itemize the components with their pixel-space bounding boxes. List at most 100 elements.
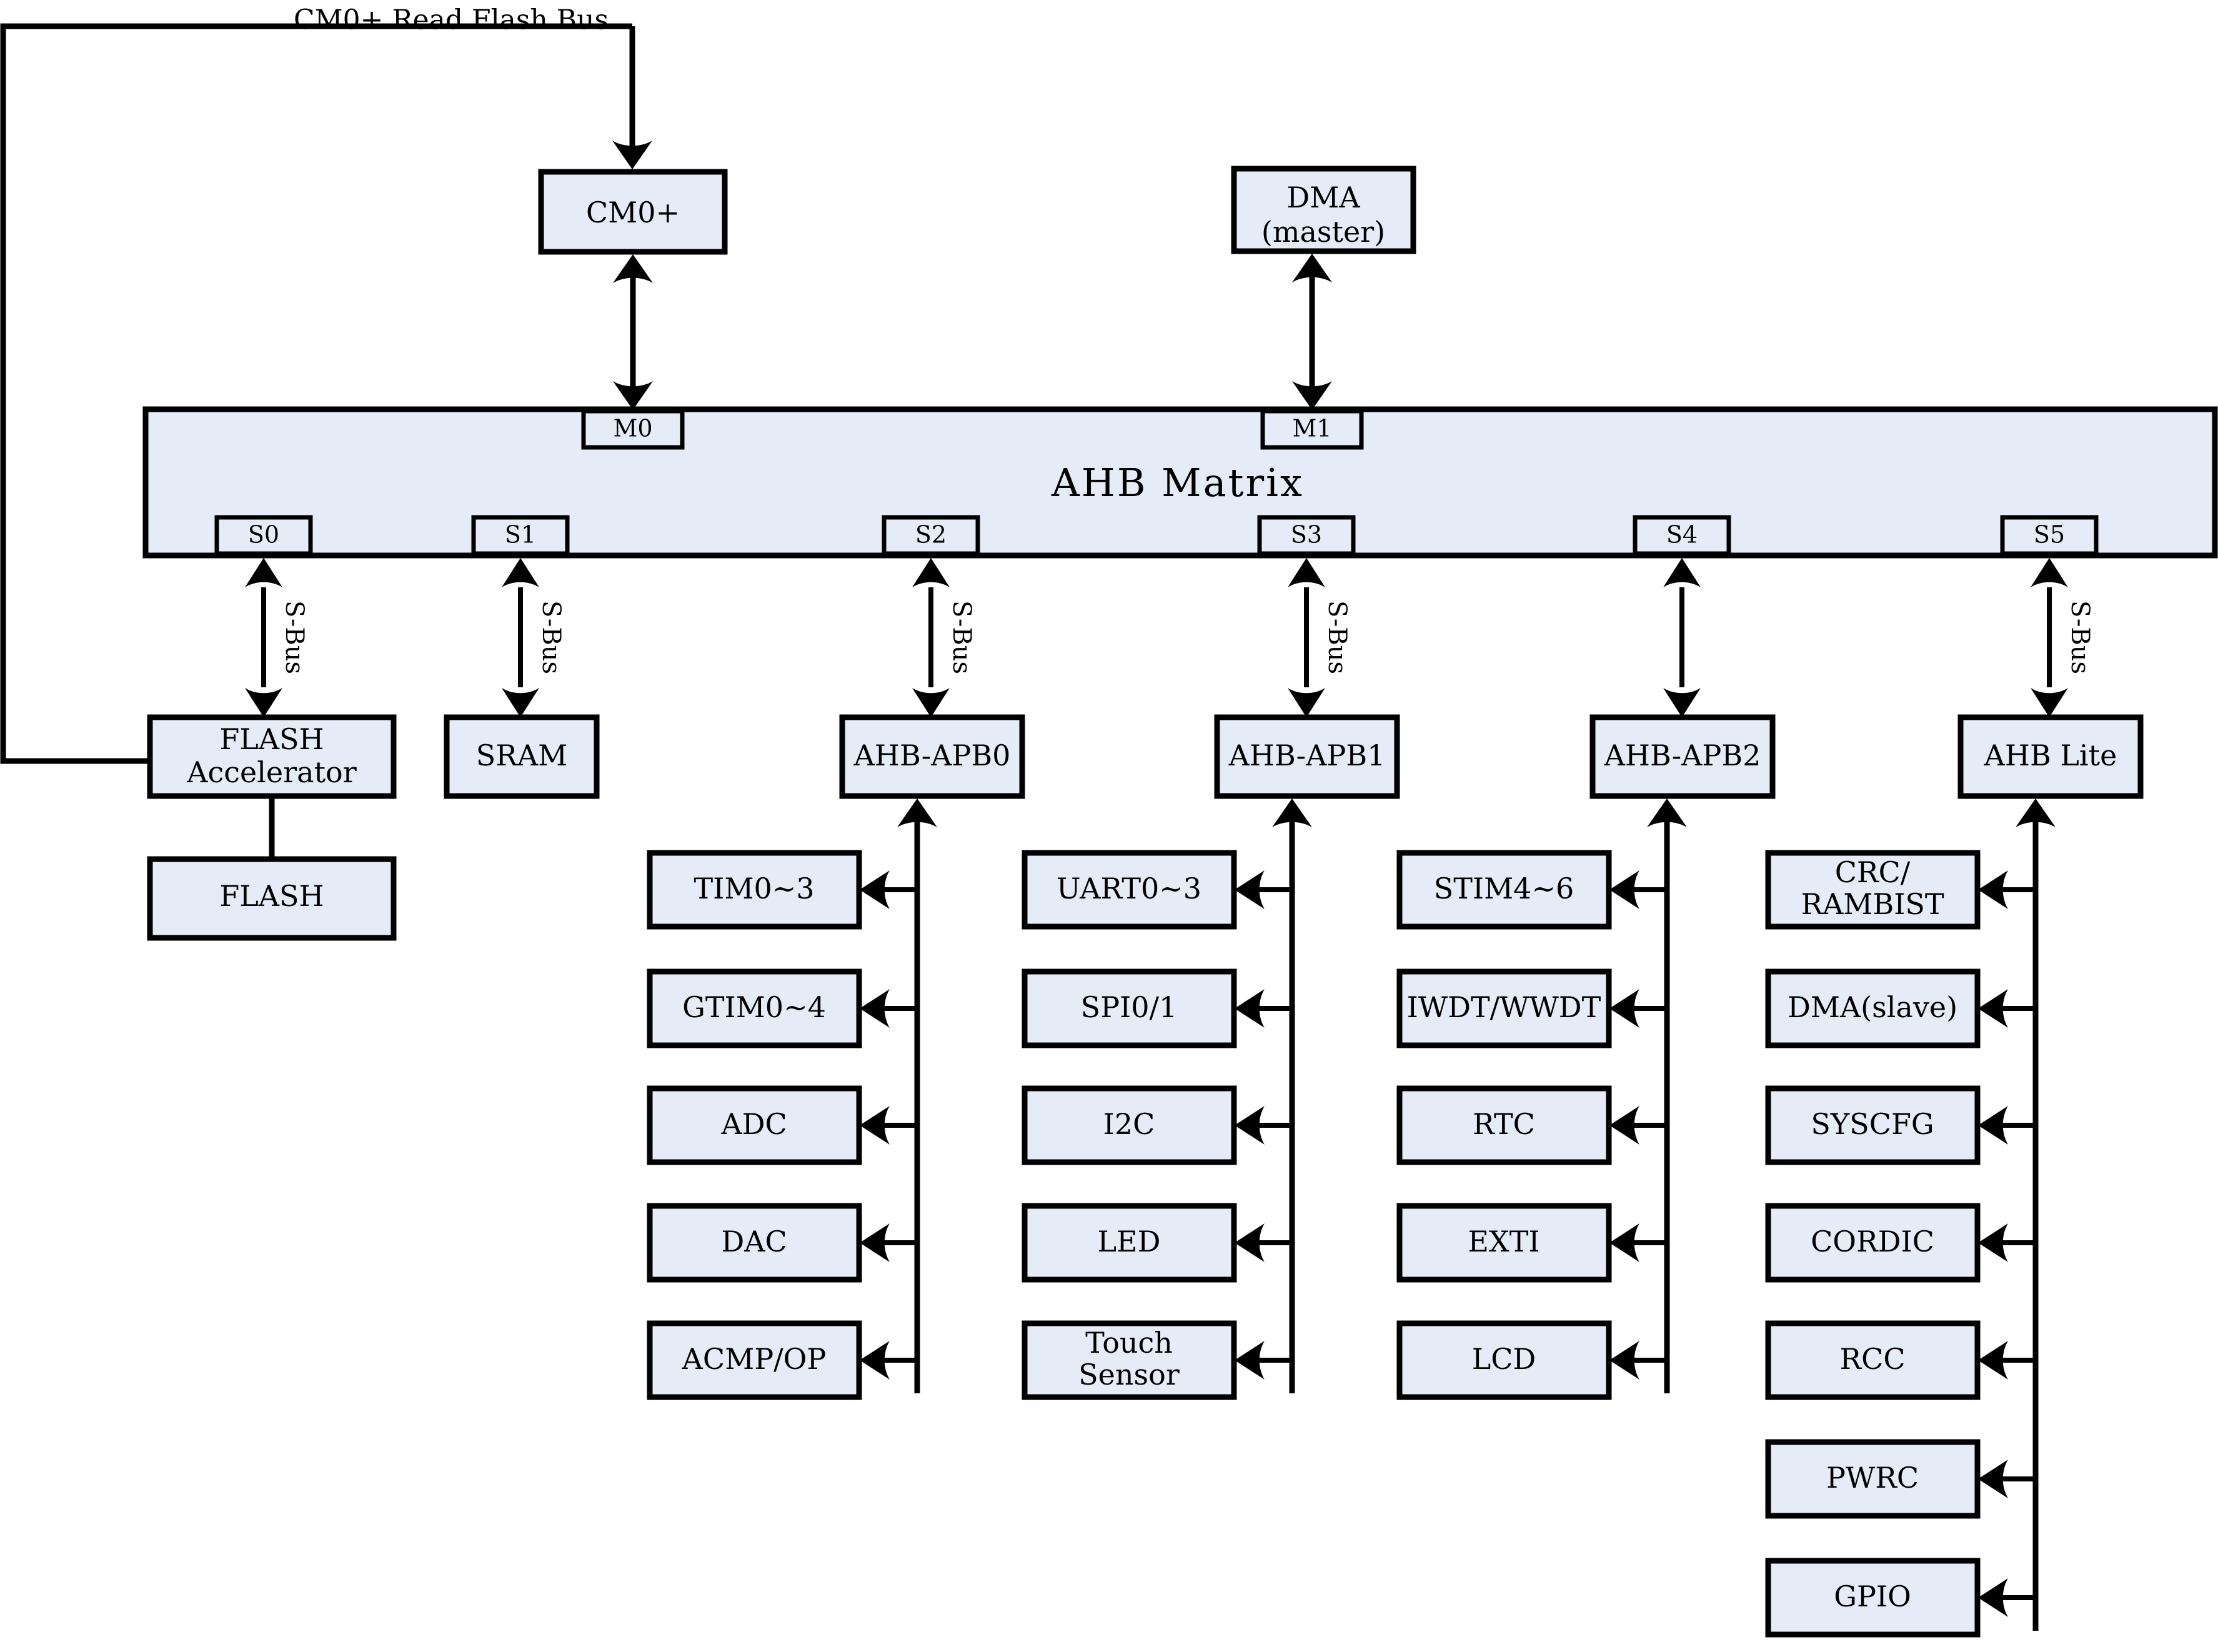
peripheral-box-crc-rambist-label-line2: RAMBIST bbox=[1801, 887, 1944, 921]
peripheral-box-rtc-label: RTC bbox=[1473, 1107, 1535, 1141]
peripheral-box-pwrc[interactable]: PWRC bbox=[1765, 1439, 1981, 1519]
wire-s1-sbus bbox=[502, 558, 539, 717]
matrix-port-m1[interactable]: M1 bbox=[1260, 409, 1364, 450]
peripheral-box-gpio-label: GPIO bbox=[1834, 1580, 1911, 1613]
peripheral-box-crc-rambist-label-line1: CRC/ bbox=[1835, 855, 1911, 889]
block-ahb-apb2-label: AHB-APB2 bbox=[1604, 739, 1761, 772]
block-dma-master-label-line2: (master) bbox=[1261, 215, 1385, 249]
peripheral-box-exti[interactable]: EXTI bbox=[1396, 1203, 1612, 1283]
peripheral-box-stim4-6-label: STIM4~6 bbox=[1434, 872, 1574, 905]
block-cm0p-label: CM0+ bbox=[586, 196, 680, 229]
peripheral-column-apb2: STIM4~6 IWDT/WWDT RTC EXTI LCD bbox=[1396, 799, 1687, 1400]
peripheral-box-led-label: LED bbox=[1097, 1225, 1160, 1258]
matrix-port-s4[interactable]: S4 bbox=[1633, 515, 1731, 556]
block-ahb-apb2[interactable]: AHB-APB2 bbox=[1589, 714, 1776, 799]
peripheral-column-ahb-lite: CRC/ RAMBIST DMA(slave) SYSCFG CORDIC RC… bbox=[1765, 799, 2056, 1638]
block-flash-label: FLASH bbox=[219, 879, 324, 913]
matrix-port-s0-label: S0 bbox=[248, 521, 279, 549]
peripheral-box-dac[interactable]: DAC bbox=[647, 1203, 862, 1283]
peripheral-box-touch-sensor[interactable]: Touch Sensor bbox=[1022, 1320, 1237, 1400]
peripheral-box-crc-rambist[interactable]: CRC/ RAMBIST bbox=[1765, 850, 1981, 930]
block-dma-master[interactable]: DMA (master) bbox=[1231, 166, 1416, 254]
ahb-matrix-title: AHB Matrix bbox=[1051, 460, 1304, 505]
sbus-label-s5: S-Bus bbox=[2066, 600, 2094, 674]
peripheral-column-apb0: TIM0~3 GTIM0~4 ADC DAC ACMP/OP bbox=[647, 799, 937, 1400]
peripheral-box-dma-slave[interactable]: DMA(slave) bbox=[1765, 968, 1981, 1048]
matrix-port-s3-label: S3 bbox=[1291, 521, 1322, 549]
peripheral-box-spi0-1[interactable]: SPI0/1 bbox=[1022, 968, 1237, 1048]
peripheral-box-cordic[interactable]: CORDIC bbox=[1765, 1203, 1981, 1283]
peripheral-box-cordic-label: CORDIC bbox=[1811, 1225, 1934, 1258]
matrix-port-s5-label: S5 bbox=[2034, 521, 2065, 549]
peripheral-box-gtim0-4-label: GTIM0~4 bbox=[682, 990, 826, 1024]
block-dma-master-label-line1: DMA bbox=[1286, 181, 1360, 214]
block-ahb-lite[interactable]: AHB Lite bbox=[1957, 714, 2144, 799]
block-ahb-apb1-label: AHB-APB1 bbox=[1228, 739, 1386, 772]
block-cm0p[interactable]: CM0+ bbox=[538, 169, 728, 255]
peripheral-box-adc-label: ADC bbox=[720, 1107, 787, 1141]
cm0p-read-flash-bus-wire bbox=[0, 23, 652, 764]
matrix-port-s3[interactable]: S3 bbox=[1257, 515, 1356, 556]
peripheral-box-rtc[interactable]: RTC bbox=[1396, 1085, 1612, 1165]
matrix-port-s1-label: S1 bbox=[505, 521, 536, 549]
peripheral-box-pwrc-label: PWRC bbox=[1826, 1461, 1919, 1495]
peripheral-box-dac-label: DAC bbox=[721, 1225, 787, 1258]
peripheral-box-lcd-label: LCD bbox=[1472, 1342, 1536, 1376]
block-flash[interactable]: FLASH bbox=[147, 856, 397, 941]
peripheral-box-rcc[interactable]: RCC bbox=[1765, 1320, 1981, 1400]
block-ahb-apb1[interactable]: AHB-APB1 bbox=[1214, 714, 1400, 799]
peripheral-box-tim0-3-label: TIM0~3 bbox=[694, 872, 814, 905]
wire-s5-sbus bbox=[2031, 558, 2068, 717]
wire-dma-to-m1 bbox=[1292, 254, 1332, 410]
peripheral-box-i2c-label: I2C bbox=[1103, 1107, 1155, 1141]
peripheral-box-acmp-op-label: ACMP/OP bbox=[682, 1342, 827, 1376]
peripheral-box-syscfg-label: SYSCFG bbox=[1811, 1107, 1934, 1141]
block-ahb-lite-label: AHB Lite bbox=[1984, 739, 2117, 772]
sbus-label-s0: S-Bus bbox=[280, 600, 309, 674]
matrix-port-s2[interactable]: S2 bbox=[882, 515, 980, 556]
peripheral-box-spi0-1-label: SPI0/1 bbox=[1081, 990, 1178, 1024]
matrix-port-s5[interactable]: S5 bbox=[2000, 515, 2099, 556]
peripheral-box-led[interactable]: LED bbox=[1022, 1203, 1237, 1283]
peripheral-box-lcd[interactable]: LCD bbox=[1396, 1320, 1612, 1400]
wire-cm0p-to-m0 bbox=[613, 254, 653, 410]
wire-s2-sbus bbox=[912, 558, 950, 717]
sbus-label-s1: S-Bus bbox=[537, 600, 565, 674]
peripheral-box-touch-sensor-label-line1: Touch bbox=[1085, 1326, 1173, 1360]
peripheral-box-adc[interactable]: ADC bbox=[647, 1085, 862, 1165]
peripheral-column-apb1: UART0~3 SPI0/1 I2C LED Touch Sensor bbox=[1022, 799, 1312, 1400]
matrix-port-m0-label: M0 bbox=[613, 415, 652, 442]
matrix-port-m0[interactable]: M0 bbox=[581, 409, 685, 450]
peripheral-box-gtim0-4[interactable]: GTIM0~4 bbox=[647, 968, 862, 1048]
arrowhead-to-cm0p bbox=[612, 141, 652, 169]
matrix-port-m1-label: M1 bbox=[1292, 415, 1331, 442]
peripheral-box-rcc-label: RCC bbox=[1839, 1342, 1905, 1376]
matrix-port-s1[interactable]: S1 bbox=[471, 515, 570, 556]
sbus-label-s3: S-Bus bbox=[1323, 600, 1351, 674]
wire-s4-sbus bbox=[1663, 558, 1701, 717]
peripheral-box-dma-slave-label: DMA(slave) bbox=[1788, 990, 1957, 1024]
matrix-port-s0[interactable]: S0 bbox=[214, 515, 313, 556]
block-sram[interactable]: SRAM bbox=[444, 714, 600, 799]
peripheral-box-uart0-3[interactable]: UART0~3 bbox=[1022, 850, 1237, 930]
peripheral-box-stim4-6[interactable]: STIM4~6 bbox=[1396, 850, 1612, 930]
block-ahb-apb0[interactable]: AHB-APB0 bbox=[839, 714, 1025, 799]
ahb-matrix[interactable]: AHB Matrix bbox=[142, 406, 2218, 559]
peripheral-box-iwdt-wwdt-label: IWDT/WWDT bbox=[1407, 990, 1601, 1024]
peripheral-box-touch-sensor-label-line2: Sensor bbox=[1078, 1358, 1180, 1391]
peripheral-box-iwdt-wwdt[interactable]: IWDT/WWDT bbox=[1396, 968, 1612, 1048]
peripheral-box-i2c[interactable]: I2C bbox=[1022, 1085, 1237, 1165]
matrix-port-s4-label: S4 bbox=[1666, 521, 1698, 549]
peripheral-box-syscfg[interactable]: SYSCFG bbox=[1765, 1085, 1981, 1165]
peripheral-box-acmp-op[interactable]: ACMP/OP bbox=[647, 1320, 862, 1400]
block-flash-accelerator-label-line1: FLASH bbox=[219, 722, 324, 756]
block-sram-label: SRAM bbox=[476, 739, 567, 772]
cm0p-read-flash-bus-label: CM0+ Read Flash Bus bbox=[294, 4, 609, 36]
peripheral-box-tim0-3[interactable]: TIM0~3 bbox=[647, 850, 862, 930]
wire-s3-sbus bbox=[1288, 558, 1325, 717]
matrix-port-s2-label: S2 bbox=[915, 521, 947, 549]
block-ahb-apb0-label: AHB-APB0 bbox=[853, 739, 1011, 772]
peripheral-box-gpio[interactable]: GPIO bbox=[1765, 1558, 1981, 1638]
block-flash-accelerator[interactable]: FLASH Accelerator bbox=[147, 714, 397, 799]
